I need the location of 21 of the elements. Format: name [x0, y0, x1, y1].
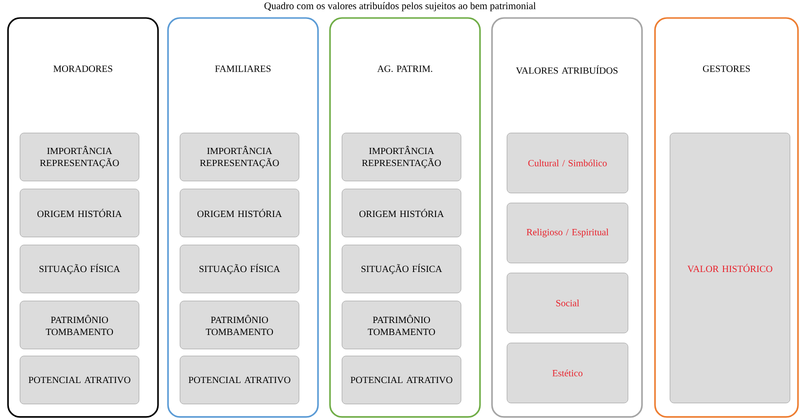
- value-box: ORIGEM HISTÓRIA: [20, 188, 140, 238]
- value-box: PATRIMÔNIO TOMBAMENTO: [180, 300, 300, 350]
- value-box: IMPORTÂNCIA REPRESENTAÇÃO: [20, 132, 140, 182]
- value-box: SITUAÇÃO FÍSICA: [180, 244, 300, 294]
- title: Quadro com os valores atribuídos pelos sujeitos ao bem patrimonial: [264, 2, 536, 12]
- value-box: Social: [506, 272, 628, 334]
- value-box: ORIGEM HISTÓRIA: [180, 188, 300, 238]
- value-box: VALOR HISTÓRICO: [670, 132, 790, 404]
- value-box: Cultural / Simbólico: [506, 132, 628, 194]
- value-box: ORIGEM HISTÓRIA: [342, 188, 462, 238]
- value-box: POTENCIAL ATRATIVO: [20, 356, 140, 404]
- value-box: Religioso / Espiritual: [506, 202, 628, 264]
- value-box: POTENCIAL ATRATIVO: [342, 356, 462, 404]
- value-box: PATRIMÔNIO TOMBAMENTO: [20, 300, 140, 350]
- value-box: SITUAÇÃO FÍSICA: [342, 244, 462, 294]
- value-box: IMPORTÂNCIA REPRESENTAÇÃO: [180, 132, 300, 182]
- value-box: PATRIMÔNIO TOMBAMENTO: [342, 300, 462, 350]
- value-box: SITUAÇÃO FÍSICA: [20, 244, 140, 294]
- value-box: IMPORTÂNCIA REPRESENTAÇÃO: [342, 132, 462, 182]
- value-box: Estético: [506, 342, 628, 404]
- value-box: POTENCIAL ATRATIVO: [180, 356, 300, 404]
